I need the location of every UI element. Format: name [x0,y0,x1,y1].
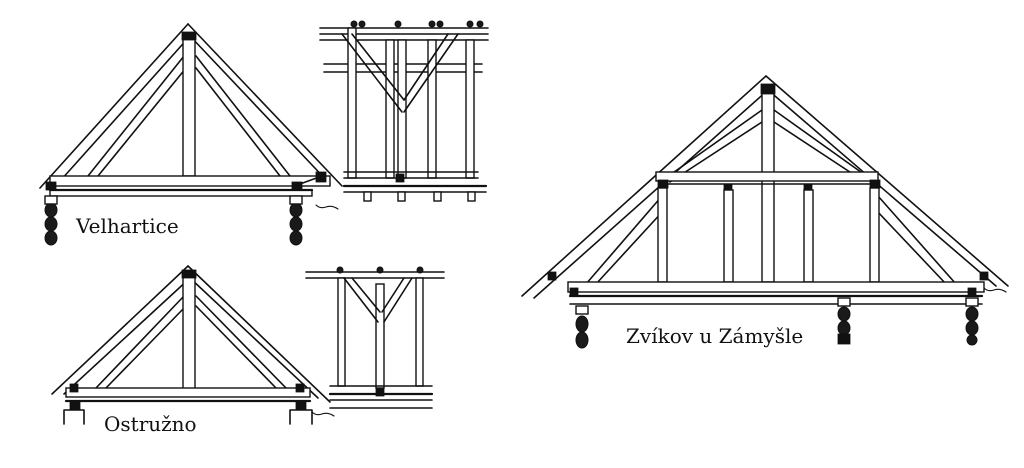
caption-velhartice: Velhartice [76,214,179,238]
caption-zvikov: Zvíkov u Zámyšle [626,324,804,348]
caption-ostruzno: Ostružno [104,412,197,436]
